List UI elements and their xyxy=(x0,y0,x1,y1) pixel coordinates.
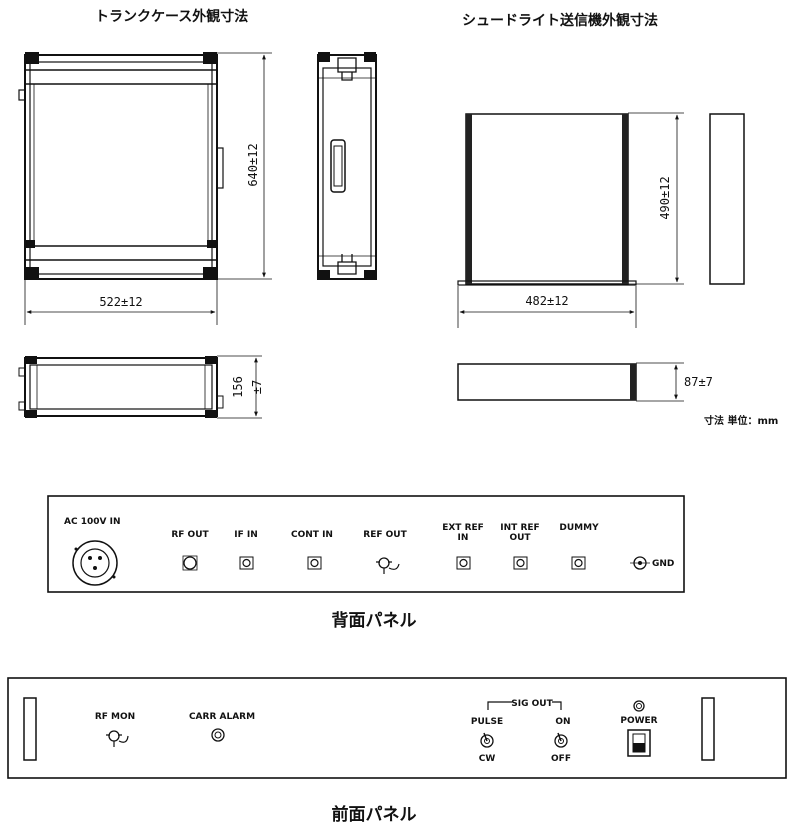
power-rocker-switch[interactable] xyxy=(627,729,651,757)
ext-ref-label-1: EXT REF xyxy=(442,523,484,533)
rf-mon-label: RF MON xyxy=(95,712,135,722)
transmitter-width-label: 482±12 xyxy=(525,294,568,308)
cont-in-label: CONT IN xyxy=(291,530,333,540)
transmitter-depth-label: 87±7 xyxy=(684,375,713,389)
ac-inlet-connector xyxy=(72,540,118,586)
if-in-label: IF IN xyxy=(234,530,258,540)
unit-note: 寸法 単位：mm xyxy=(704,414,778,427)
transmitter-front-view xyxy=(457,113,637,286)
trunk-width-dimension: 522±12 xyxy=(24,280,218,325)
transmitter-depth-dimension: 87±7 xyxy=(636,362,713,402)
trunk-depth-label-1: 156 xyxy=(231,376,245,398)
transmitter-top-view xyxy=(457,363,637,401)
dummy-label: DUMMY xyxy=(559,523,599,533)
trunk-depth-dimension: 156 ±7 xyxy=(217,355,264,419)
trunk-height-label: 640±12 xyxy=(246,143,260,186)
off-label: OFF xyxy=(551,754,571,764)
trunk-case-top-view xyxy=(18,356,224,418)
transmitter-height-label: 490±12 xyxy=(658,176,672,219)
ext-ref-label-2: IN xyxy=(458,533,469,543)
transmitter-width-dimension: 482±12 xyxy=(457,286,637,328)
trunk-depth-label-2: ±7 xyxy=(250,380,264,394)
sig-out-label: SIG OUT xyxy=(511,699,553,709)
front-panel: RF MON CARR ALARM SIG OUT PULSE ON xyxy=(7,677,787,779)
ext-ref-in-connector xyxy=(456,556,471,570)
transmitter-title: シュードライト送信機外観寸法 xyxy=(462,12,658,29)
trunk-case-front-view xyxy=(18,52,224,280)
transmitter-side-view xyxy=(709,113,745,285)
rf-out-label: RF OUT xyxy=(171,530,209,540)
front-panel-title: 前面パネル xyxy=(332,804,417,825)
left-handle xyxy=(23,697,37,761)
gnd-terminal xyxy=(630,556,650,570)
cont-in-connector xyxy=(307,556,322,570)
ac-in-label: AC 100V IN xyxy=(64,517,120,527)
if-in-connector xyxy=(239,556,254,570)
trunk-case-side-view xyxy=(317,52,377,280)
ref-out-label: REF OUT xyxy=(363,530,407,540)
on-label: ON xyxy=(555,717,570,727)
int-ref-label-2: OUT xyxy=(509,533,531,543)
trunk-height-dimension: 640±12 xyxy=(217,52,272,280)
rear-panel: AC 100V IN RF OUT IF IN CONT IN REF OUT xyxy=(47,495,685,593)
sig-out-group: SIG OUT PULSE ON CW OFF xyxy=(471,699,571,764)
ref-out-connector xyxy=(376,557,400,574)
right-handle xyxy=(701,697,715,761)
int-ref-label-1: INT REF xyxy=(500,523,539,533)
sig-out-toggle-switch[interactable] xyxy=(554,732,568,748)
dummy-connector xyxy=(571,556,586,570)
int-ref-out-connector xyxy=(513,556,528,570)
trunk-case-title: トランクケース外観寸法 xyxy=(95,8,248,25)
gnd-label: GND xyxy=(652,559,674,569)
pulse-label: PULSE xyxy=(471,717,503,727)
rear-panel-title: 背面パネル xyxy=(332,610,417,631)
power-label: POWER xyxy=(620,716,657,726)
carr-alarm-lamp xyxy=(211,728,225,742)
rf-mon-connector xyxy=(106,730,129,747)
pulse-cw-toggle-switch[interactable] xyxy=(480,732,494,748)
rf-out-connector xyxy=(182,555,198,571)
transmitter-height-dimension: 490±12 xyxy=(628,112,684,285)
power-lamp xyxy=(633,700,645,712)
carr-alarm-label: CARR ALARM xyxy=(189,712,255,722)
cw-label: CW xyxy=(479,754,496,764)
trunk-width-label: 522±12 xyxy=(99,295,142,309)
